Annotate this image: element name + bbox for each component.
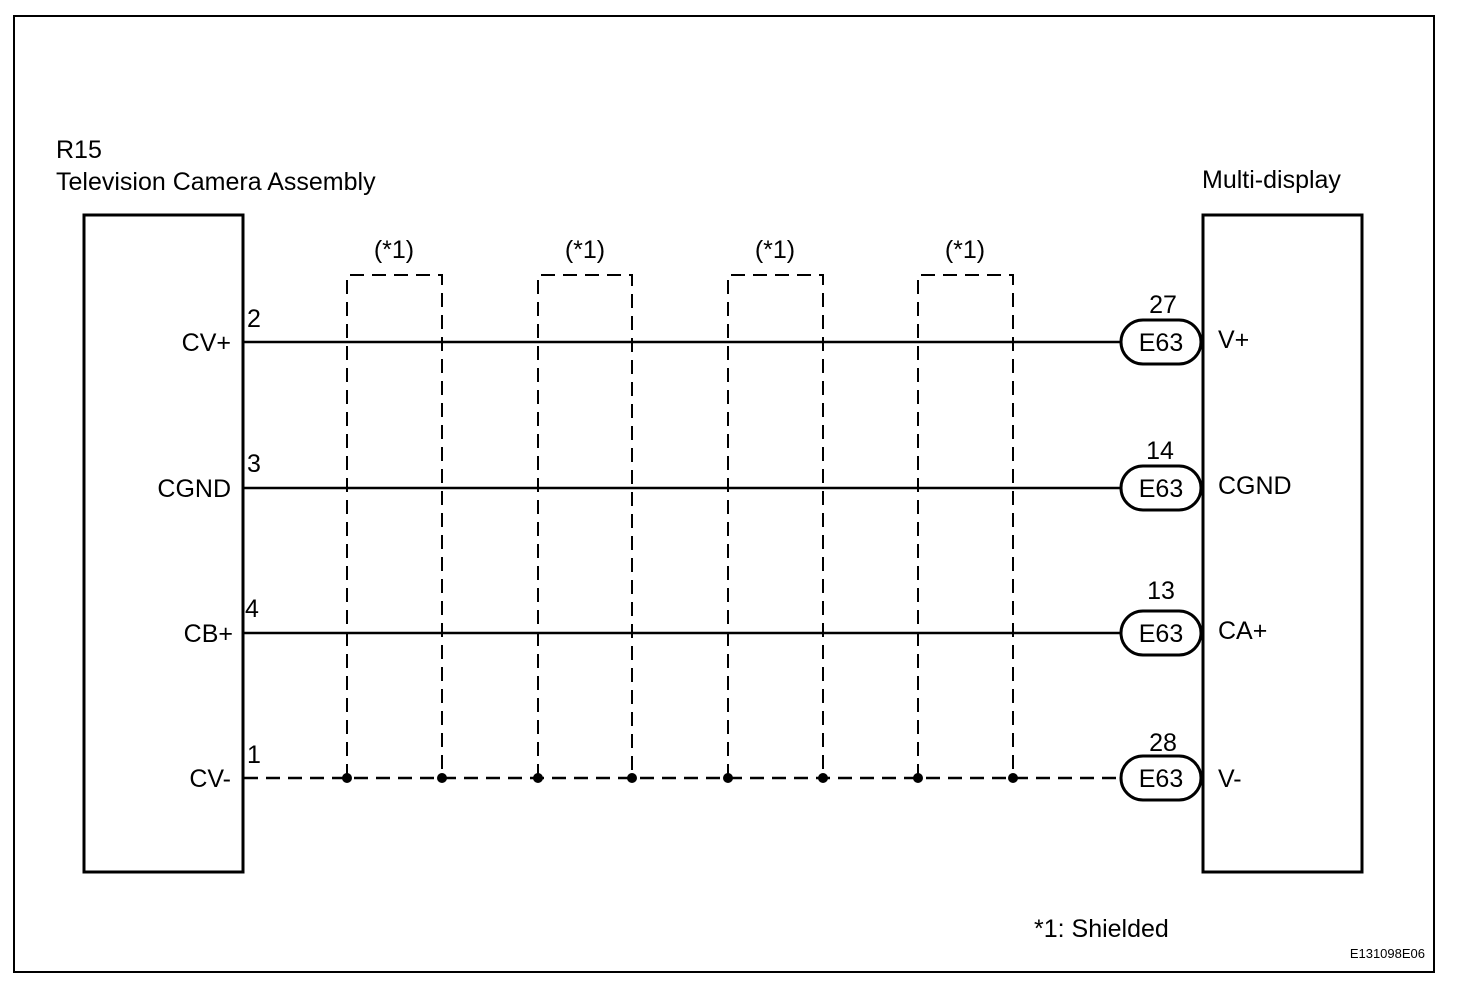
left-pin-number: 3: [247, 450, 261, 478]
right-pin-label: CGND: [1218, 472, 1292, 500]
left-pin-label: CV-: [189, 765, 231, 793]
left-component-code: R15: [56, 136, 102, 164]
wire-cgnd: CGND 3 E63 14 CGND: [157, 437, 1292, 512]
right-pin-number: 14: [1146, 437, 1174, 465]
right-pin-label: CA+: [1218, 617, 1267, 645]
shield-group: (*1) (*1) (*1) (*1): [346, 236, 1014, 778]
footnote: *1: Shielded: [1034, 915, 1169, 943]
left-pin-number: 1: [247, 741, 261, 769]
left-pin-label: CB+: [184, 620, 233, 648]
shield-label-3: (*1): [755, 236, 795, 264]
shield-label-1: (*1): [374, 236, 414, 264]
shield-4: (*1): [917, 236, 1014, 778]
wire-cv-plus: CV+ 2 E63 27 V+: [182, 291, 1249, 366]
connector-e63: [1119, 464, 1203, 512]
left-pin-label: CGND: [157, 475, 231, 503]
left-pin-number: 4: [245, 595, 259, 623]
connector-label: E63: [1139, 475, 1183, 503]
left-component-name: Television Camera Assembly: [56, 168, 376, 196]
right-component-name: Multi-display: [1202, 166, 1341, 194]
shield-label-2: (*1): [565, 236, 605, 264]
junction-dot: [723, 773, 733, 783]
connector-label: E63: [1139, 329, 1183, 357]
connector-label: E63: [1139, 765, 1183, 793]
right-pin-label: V+: [1218, 326, 1249, 354]
connector-label: E63: [1139, 620, 1183, 648]
connector-e63: [1119, 609, 1203, 657]
left-pin-number: 2: [247, 305, 261, 333]
figure-id: E131098E06: [1350, 946, 1425, 961]
right-pin-number: 13: [1147, 577, 1175, 605]
junction-dot: [437, 773, 447, 783]
shield-label-4: (*1): [945, 236, 985, 264]
connector-e63: [1119, 754, 1203, 802]
junction-dot: [913, 773, 923, 783]
wire-cb-plus: CB+ 4 E63 13 CA+: [184, 577, 1267, 657]
shield-1: (*1): [346, 236, 443, 778]
junction-dot: [533, 773, 543, 783]
junction-dot: [1008, 773, 1018, 783]
junction-dot: [627, 773, 637, 783]
shield-3: (*1): [727, 236, 824, 778]
connector-e63: [1119, 318, 1203, 366]
right-pin-number: 28: [1149, 729, 1177, 757]
wire-cv-minus: CV- 1 E63 28 V-: [189, 729, 1242, 802]
left-pin-label: CV+: [182, 329, 231, 357]
shield-2: (*1): [537, 236, 633, 778]
junction-dot: [818, 773, 828, 783]
right-pin-label: V-: [1218, 765, 1242, 793]
diagram-frame: [13, 15, 1435, 973]
right-pin-number: 27: [1149, 291, 1177, 319]
multi-display-box: [1201, 213, 1364, 874]
junction-dot: [342, 773, 352, 783]
camera-assembly-box: [82, 213, 245, 874]
